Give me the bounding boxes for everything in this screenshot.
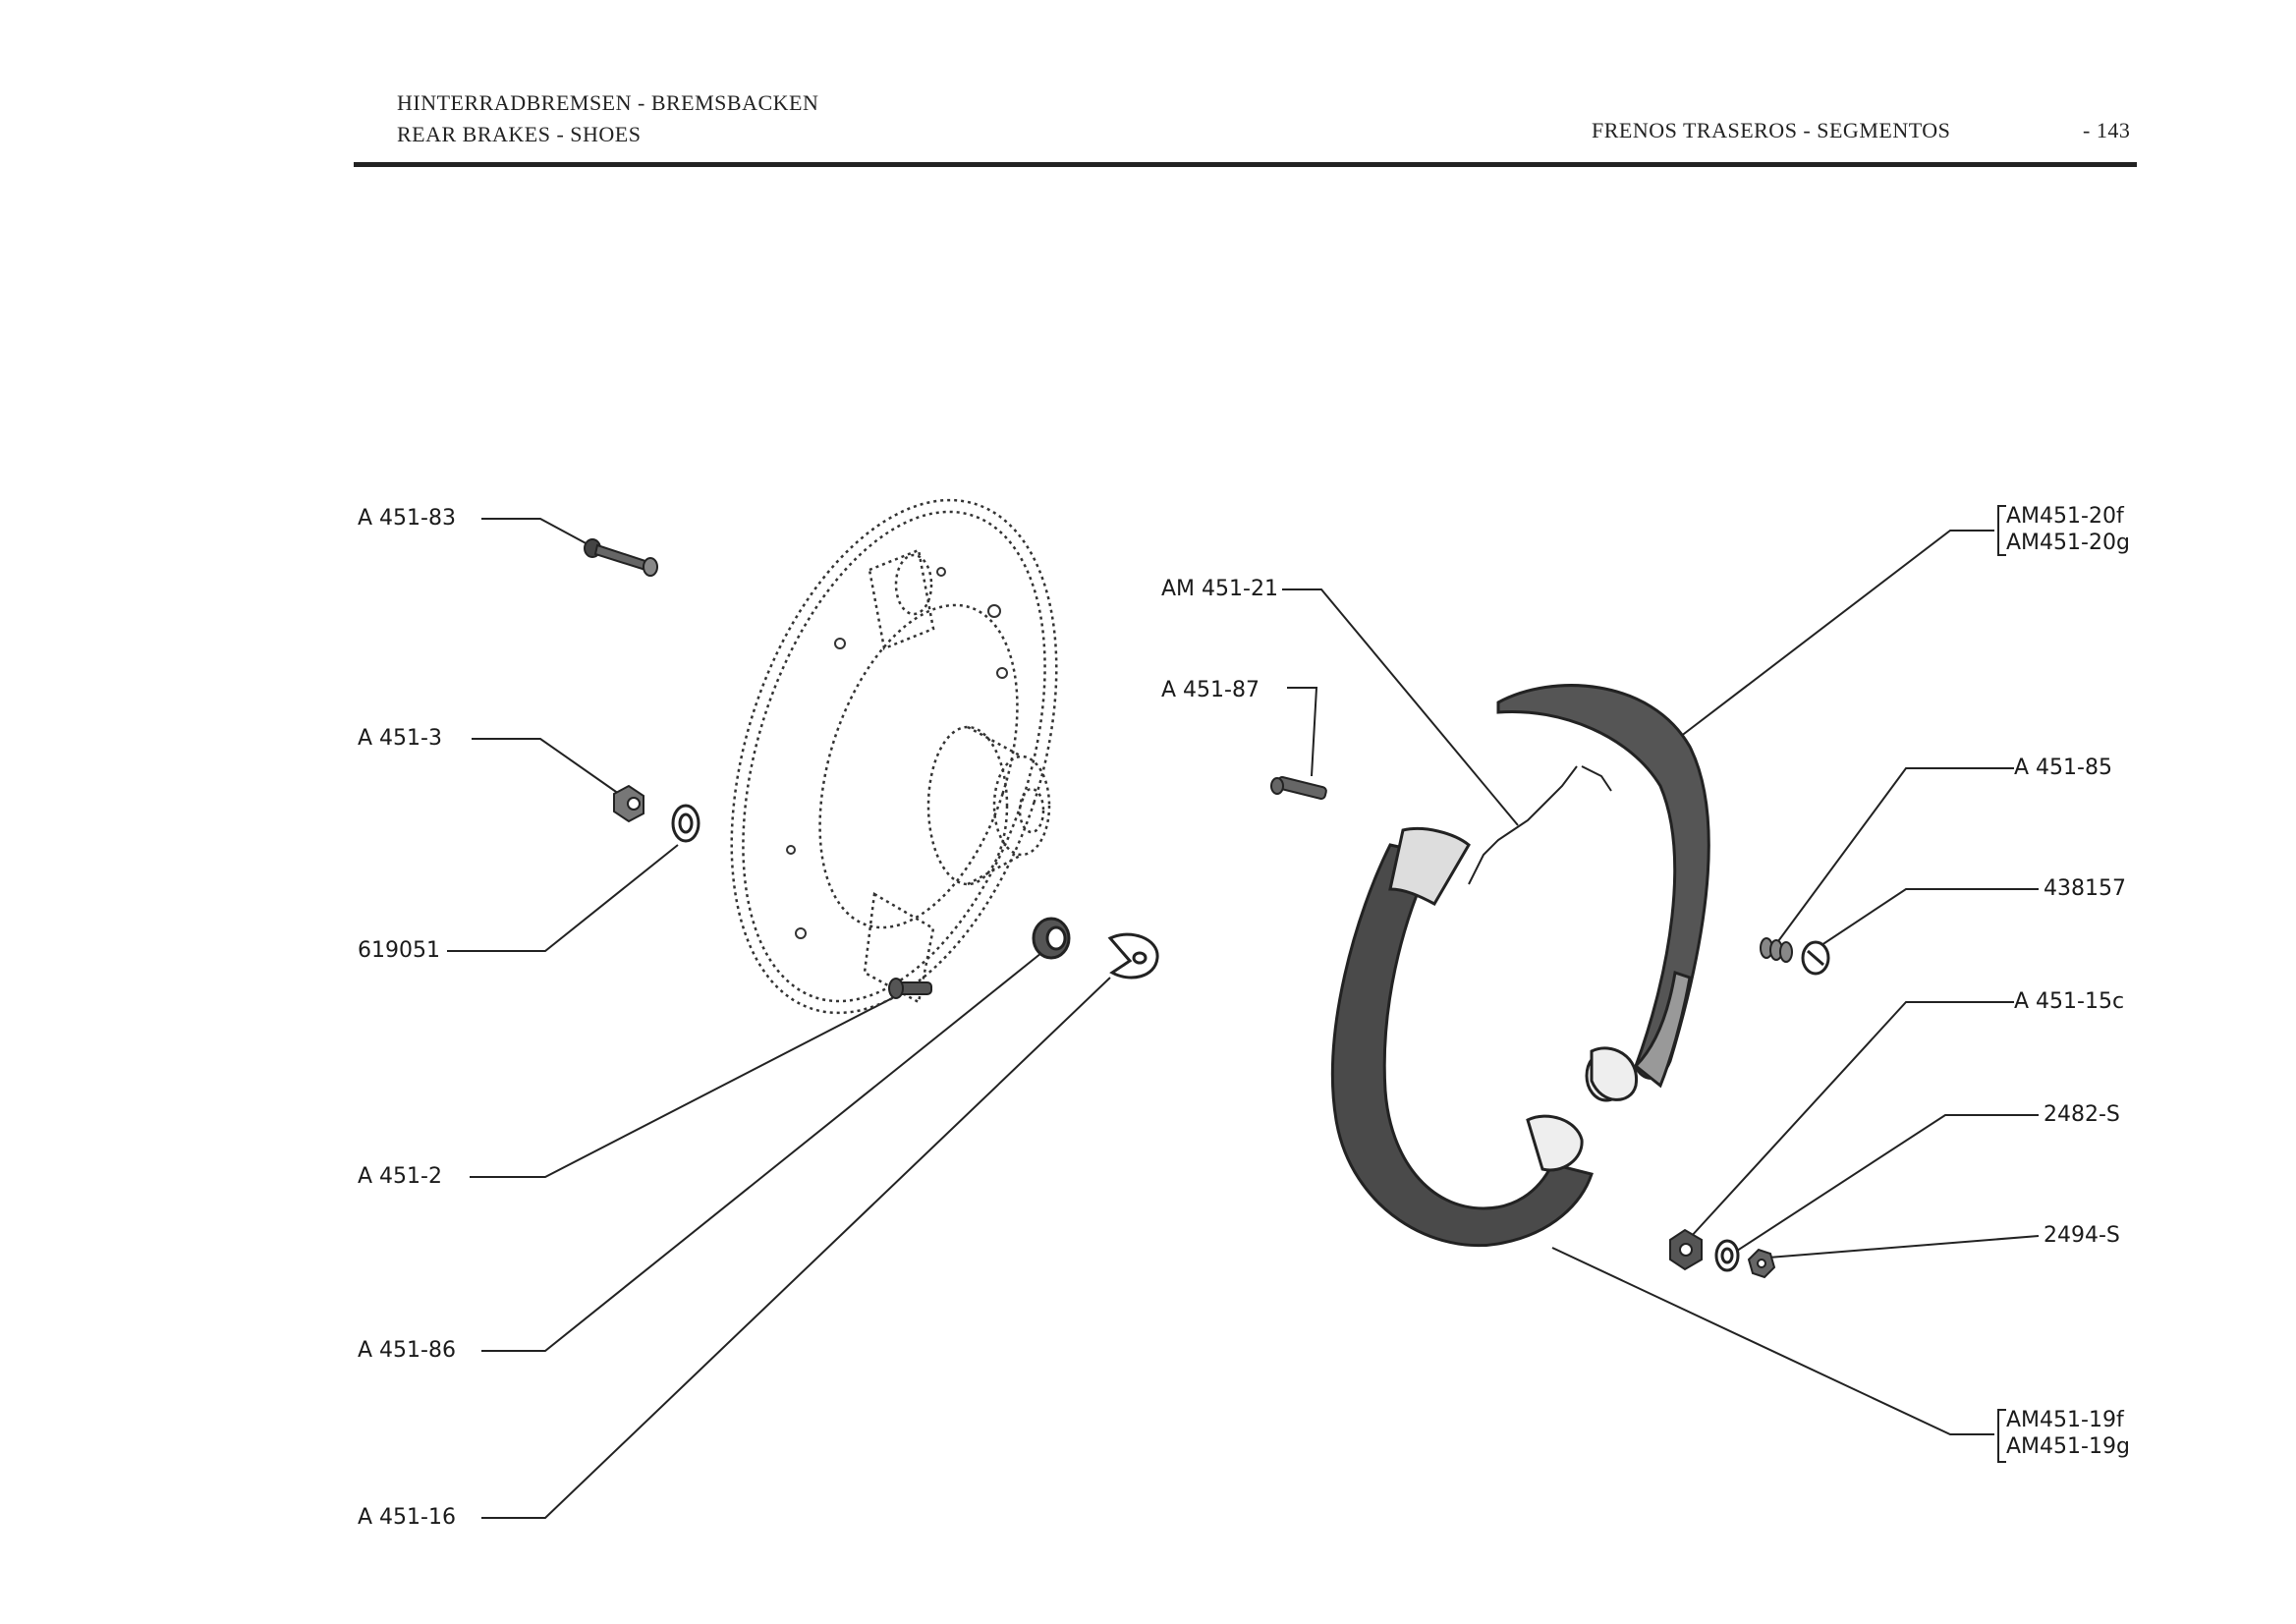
bushing-a451-86	[1032, 917, 1071, 960]
label-a451-15c: A 451-15c	[2014, 989, 2125, 1014]
label-a451-87: A 451-87	[1161, 678, 1260, 702]
label-am451-21: AM 451-21	[1161, 577, 1278, 601]
washer-619051	[671, 804, 700, 843]
leader-am451-21	[1282, 588, 1519, 826]
label-2494-s: 2494-S	[2044, 1223, 2120, 1248]
stud-a451-2	[888, 978, 932, 999]
leader-am451-20	[1679, 530, 1994, 738]
pin-a451-87	[1270, 775, 1327, 801]
backing-plate	[730, 498, 1058, 1015]
label-438157: 438157	[2044, 876, 2126, 901]
bracket-am451-19	[1997, 1409, 2006, 1463]
return-spring-am451-21	[1468, 765, 1612, 885]
bolt-a451-83	[584, 538, 658, 577]
label-a451-3: A 451-3	[358, 726, 442, 751]
leader-2494-s	[1767, 1235, 2040, 1259]
label-am451-20f: AM451-20f	[2006, 504, 2124, 529]
washer-a451-16	[1107, 932, 1159, 980]
label-am451-19g: AM451-19g	[2006, 1434, 2130, 1459]
leader-619051	[447, 844, 679, 952]
bracket-am451-20	[1997, 505, 2006, 556]
leader-a451-16	[481, 977, 1111, 1519]
header-title-en: REAR BRAKES - SHOES	[397, 122, 642, 146]
label-2482-s: 2482-S	[2044, 1102, 2120, 1127]
label-am451-19f: AM451-19f	[2006, 1408, 2124, 1432]
leader-a451-87	[1287, 687, 1318, 777]
cup-438157	[1801, 940, 1830, 976]
leader-a451-3	[472, 738, 620, 795]
leader-a451-85	[1777, 767, 2014, 942]
leader-438157	[1812, 888, 2039, 952]
label-a451-86: A 451-86	[358, 1338, 456, 1363]
spring-a451-85	[1760, 937, 1793, 963]
leader-am451-19	[1551, 1247, 1994, 1435]
leader-a451-83	[481, 518, 590, 546]
brake-shoe-lower	[1330, 826, 1594, 1248]
label-a451-2: A 451-2	[358, 1164, 442, 1189]
page-number: - 143	[2083, 118, 2131, 142]
label-am451-20g: AM451-20g	[2006, 531, 2130, 555]
leader-2482-s	[1733, 1114, 2039, 1254]
backing-plate-holes	[786, 567, 1008, 939]
nut-a451-15c	[1669, 1228, 1703, 1271]
leader-a451-2	[470, 996, 895, 1178]
label-619051: 619051	[358, 938, 440, 963]
leader-a451-15c	[1689, 1001, 2014, 1239]
leader-a451-86	[481, 952, 1042, 1352]
brake-shoe-upper	[1496, 684, 1710, 1102]
header-title-es: FRENOS TRASEROS - SEGMENTOS	[1592, 118, 1951, 142]
label-a451-16: A 451-16	[358, 1505, 456, 1530]
header-rule	[354, 162, 2137, 167]
header-title-de: HINTERRADBREMSEN - BREMSBACKEN	[397, 90, 819, 115]
castle-nut-2494-s	[1747, 1248, 1776, 1279]
washer-2482-s	[1714, 1239, 1740, 1272]
nut-a451-3	[613, 784, 644, 823]
label-a451-83: A 451-83	[358, 506, 456, 531]
label-a451-85: A 451-85	[2014, 756, 2112, 780]
